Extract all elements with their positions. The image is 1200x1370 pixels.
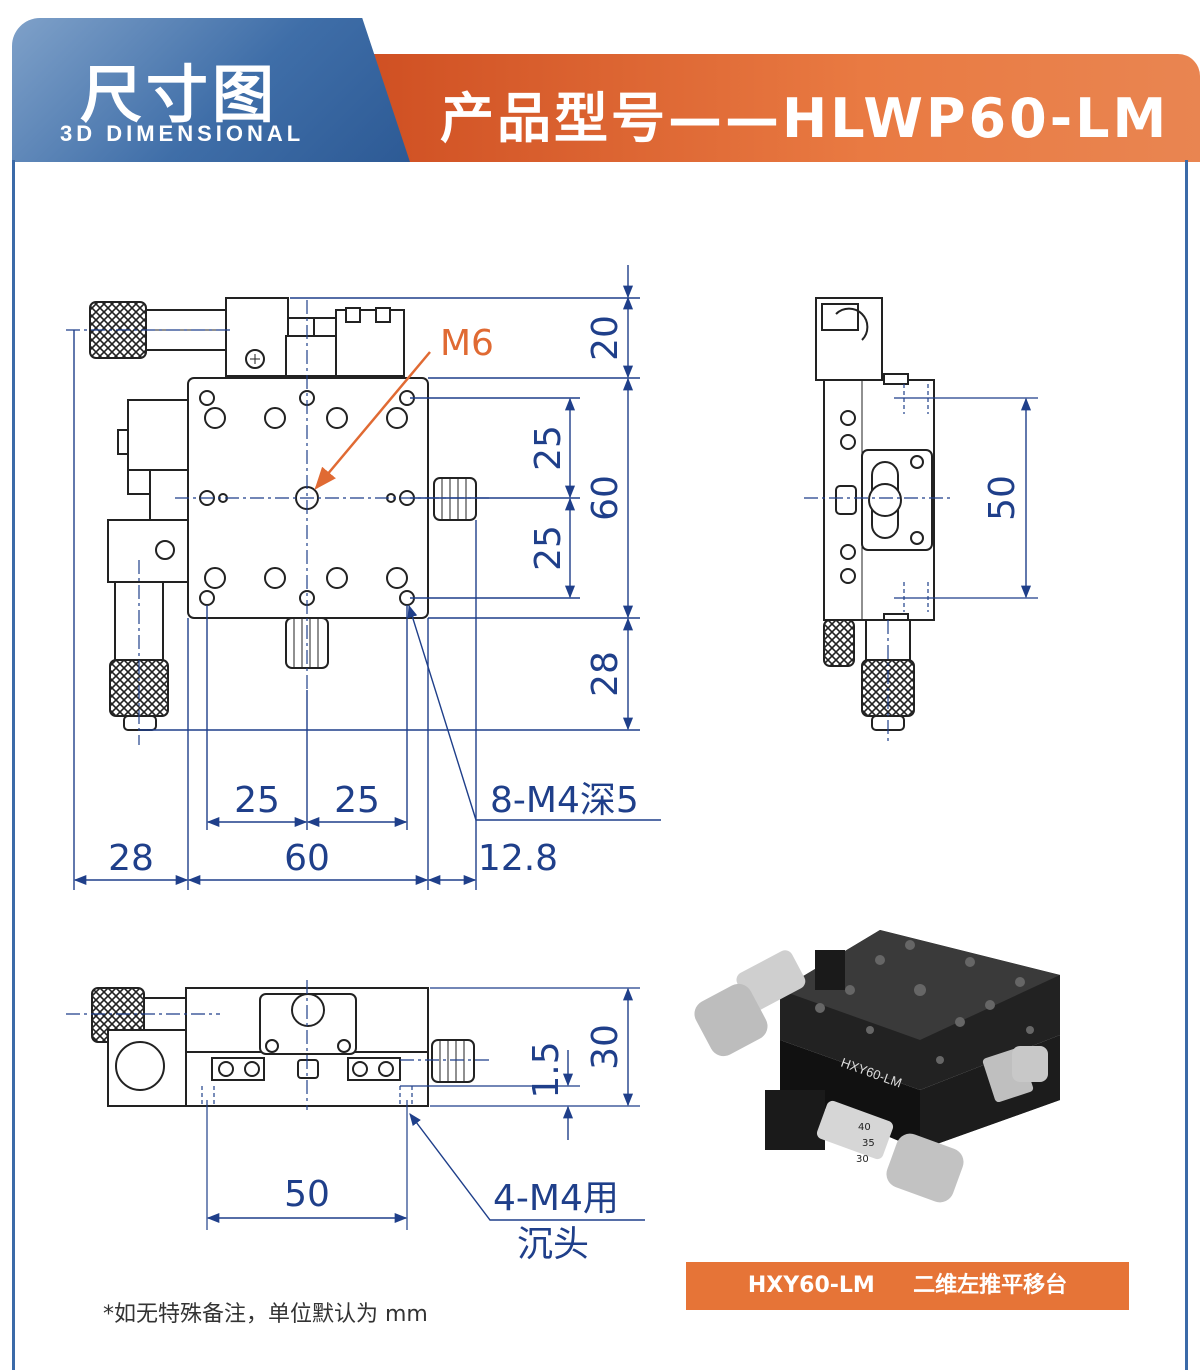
dim-right-20: 20 bbox=[585, 315, 626, 361]
page-title: 尺寸图 bbox=[80, 58, 279, 131]
frame-right-border bbox=[1185, 160, 1188, 1370]
callout-m6: M6 bbox=[440, 323, 494, 364]
side-small-knob bbox=[823, 619, 855, 667]
product-model: 产品型号——HLWP60-LM bbox=[440, 87, 1170, 150]
dim-right-25b: 25 bbox=[528, 525, 569, 571]
side-dim-50: 50 bbox=[982, 475, 1023, 521]
front-right-knob bbox=[431, 1039, 475, 1083]
front-dim-50: 50 bbox=[284, 1174, 330, 1215]
photo-scale-35: 35 bbox=[862, 1138, 875, 1149]
dim-bottom-25a: 25 bbox=[234, 780, 280, 821]
front-dim-30: 30 bbox=[585, 1024, 626, 1070]
callout-4-m4: 4-M4用 bbox=[493, 1178, 619, 1219]
product-caption: HXY60-LM 二维左推平移台 bbox=[686, 1262, 1129, 1310]
top-view-dimensions bbox=[73, 265, 661, 890]
callout-countersink: 沉头 bbox=[517, 1224, 589, 1265]
dim-bottom-12-8: 12.8 bbox=[478, 838, 558, 879]
header-title-banner bbox=[12, 18, 410, 162]
photo-scale-40: 40 bbox=[858, 1122, 871, 1133]
side-view bbox=[815, 297, 935, 731]
callout-8-m4: 8-M4深5 bbox=[490, 780, 639, 821]
dim-right-28: 28 bbox=[585, 651, 626, 697]
front-view bbox=[91, 987, 475, 1107]
page-subtitle: 3D DIMENSIONAL bbox=[60, 121, 305, 146]
dim-bottom-25b: 25 bbox=[334, 780, 380, 821]
right-knob bbox=[433, 477, 477, 521]
frame-left-border bbox=[12, 160, 15, 1370]
product-photo: HXY60-LM 40 35 30 bbox=[694, 930, 1060, 1203]
m6-leader bbox=[314, 351, 431, 490]
header-model-banner bbox=[360, 54, 1200, 162]
top-view bbox=[89, 297, 477, 731]
photo-scale-30: 30 bbox=[856, 1154, 869, 1165]
front-dim-1-5: 1.5 bbox=[526, 1041, 567, 1098]
dim-bottom-60: 60 bbox=[284, 838, 330, 879]
dim-right-25a: 25 bbox=[528, 425, 569, 471]
dim-right-60: 60 bbox=[585, 475, 626, 521]
front-view-dimensions bbox=[66, 980, 645, 1230]
side-view-dimensions bbox=[804, 384, 1038, 745]
unit-footnote: *如无特殊备注，单位默认为 mm bbox=[103, 1302, 428, 1327]
dim-bottom-28: 28 bbox=[108, 838, 154, 879]
